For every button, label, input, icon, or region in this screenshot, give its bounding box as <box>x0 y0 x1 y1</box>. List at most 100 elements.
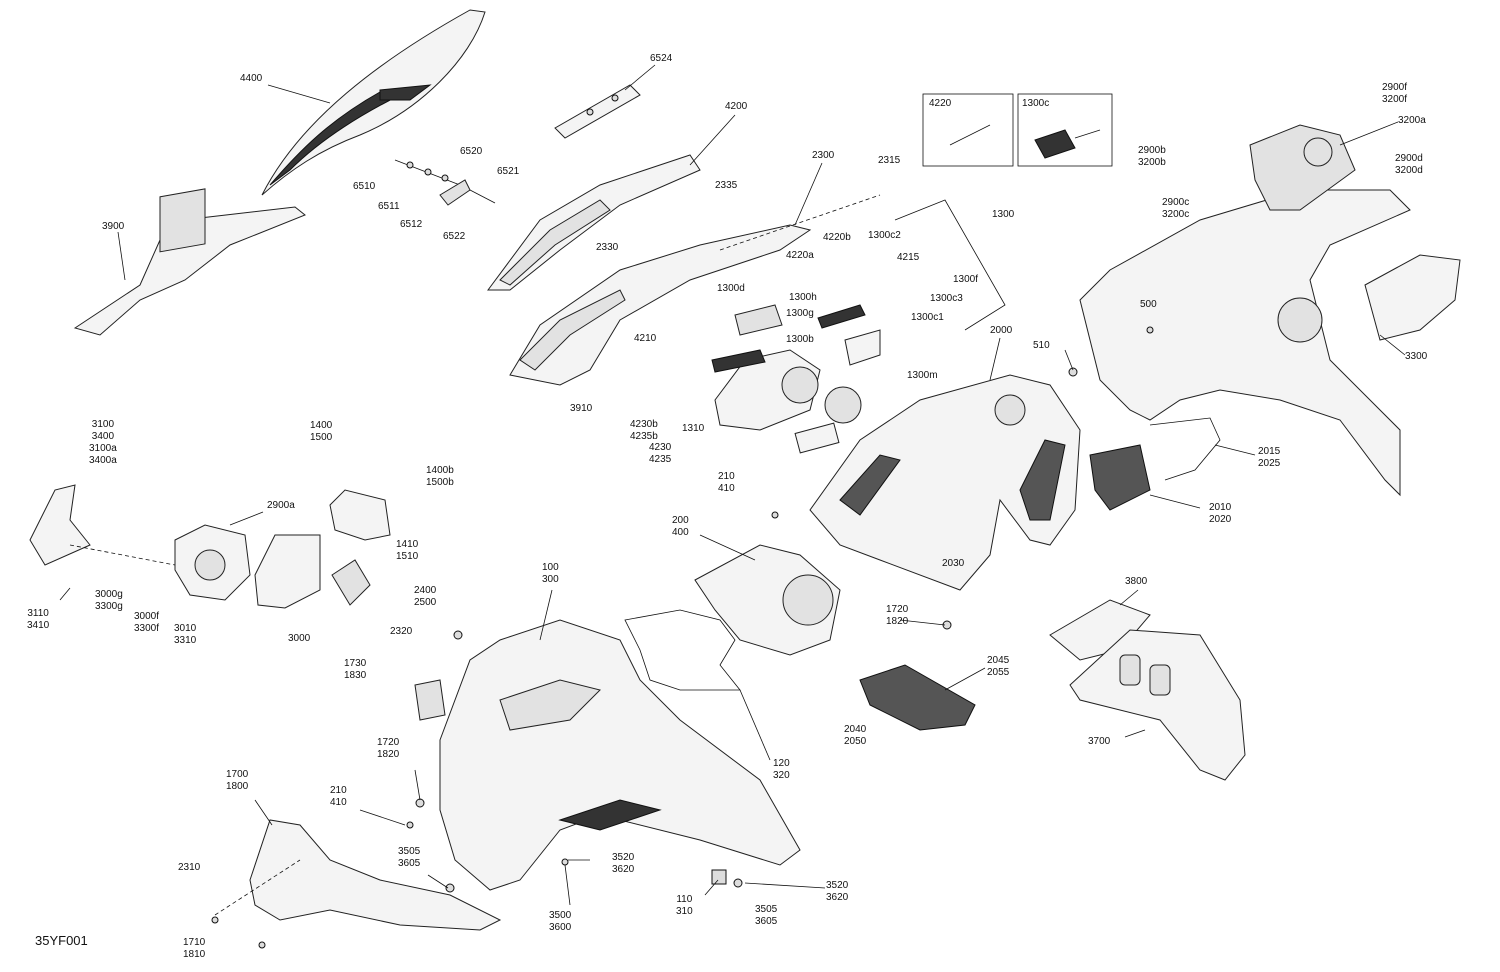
callout-2900b: 2900b 3200b <box>1138 145 1166 168</box>
bracket-part[interactable] <box>554 84 641 139</box>
callout-2400: 2400 2500 <box>414 585 437 608</box>
callout-510: 510 <box>1033 340 1050 351</box>
callout-3010: 3010 3310 <box>174 623 197 646</box>
callout-1400: 1400 1500 <box>310 420 333 443</box>
inset-box-a <box>922 93 1014 167</box>
callout-4220b: 4220b <box>823 232 851 243</box>
callout-1300: 1300 <box>992 209 1015 220</box>
callout-2000: 2000 <box>990 325 1013 336</box>
fastener-hardware <box>211 326 1154 949</box>
gasket-part[interactable] <box>624 609 741 691</box>
callout-3000g: 3000g 3300g <box>95 589 123 612</box>
callout-3800: 3800 <box>1125 576 1148 587</box>
callout-2335: 2335 <box>715 180 738 191</box>
callout-1310: 1310 <box>682 423 705 434</box>
callout-4210: 4210 <box>634 333 657 344</box>
callout-200: 200 400 <box>672 515 689 538</box>
callout-3000: 3000 <box>288 633 311 644</box>
callout-1730: 1730 1830 <box>344 658 367 681</box>
callout-1410: 1410 1510 <box>396 539 419 562</box>
callout-4400: 4400 <box>240 73 263 84</box>
callout-2040: 2040 2050 <box>844 724 867 747</box>
side-panel-part[interactable] <box>694 544 841 656</box>
center-console-part[interactable] <box>809 374 1081 591</box>
callout-210-upper: 210 410 <box>718 471 735 494</box>
callout-1300b: 1300b <box>786 334 814 345</box>
callout-3520-left: 3520 3620 <box>612 852 635 875</box>
callout-1700: 1700 1800 <box>226 769 249 792</box>
callout-1300m: 1300m <box>907 370 938 381</box>
lower-left-fairing-part[interactable] <box>249 819 502 931</box>
callout-4200: 4200 <box>725 101 748 112</box>
air-duct-part[interactable] <box>73 188 306 336</box>
mounting-hardware[interactable] <box>394 159 496 206</box>
gauge-assembly-part[interactable] <box>711 304 881 454</box>
callout-210-lower: 210 410 <box>330 785 347 808</box>
callout-1300c1: 1300c1 <box>911 312 944 323</box>
callout-2015: 2015 2025 <box>1258 446 1281 469</box>
callout-2900f: 2900f 3200f <box>1382 82 1408 105</box>
right-frame-part[interactable] <box>1079 124 1411 497</box>
callout-4220a: 4220a <box>786 250 814 261</box>
dash-panel-part[interactable] <box>509 224 812 386</box>
callout-3700: 3700 <box>1088 736 1111 747</box>
callout-3505-left: 3505 3605 <box>398 846 421 869</box>
callout-2030: 2030 <box>942 558 965 569</box>
callout-3000f: 3000f 3300f <box>134 611 160 634</box>
callout-1720-lower: 1720 1820 <box>377 737 400 760</box>
callout-3110: 3110 3410 <box>27 608 50 631</box>
lower-grille-part[interactable] <box>859 664 976 731</box>
inset-b-label: 1300c <box>1022 98 1050 109</box>
diagram-code: 35YF001 <box>35 933 88 948</box>
callout-2010: 2010 2020 <box>1209 502 1232 525</box>
callout-1300c2: 1300c2 <box>868 230 901 241</box>
callout-2300: 2300 <box>812 150 835 161</box>
callout-120: 120 320 <box>773 758 790 781</box>
inset-a-label: 4220 <box>929 98 952 109</box>
callout-1300d: 1300d <box>717 283 745 294</box>
right-mirror-part[interactable] <box>1364 254 1461 341</box>
callout-1300g: 1300g <box>786 308 814 319</box>
callout-3300: 3300 <box>1405 351 1428 362</box>
callout-3910: 3910 <box>570 403 593 414</box>
callout-100: 100 300 <box>542 562 559 585</box>
callout-6522: 6522 <box>443 231 466 242</box>
callout-500: 500 <box>1140 299 1157 310</box>
callout-1710: 1710 1810 <box>183 937 206 960</box>
callout-2900c: 2900c 3200c <box>1162 197 1190 220</box>
callout-6511: 6511 <box>378 201 400 212</box>
callout-2330: 2330 <box>596 242 619 253</box>
callout-3520-right: 3520 3620 <box>826 880 849 903</box>
callout-2315: 2315 <box>878 155 901 166</box>
callout-3200a: 3200a <box>1398 115 1426 126</box>
callout-3100: 3100 3400 3100a 3400a <box>89 419 117 466</box>
callout-110: 110 310 <box>676 894 693 917</box>
callout-1300h: 1300h <box>789 292 817 303</box>
callout-1720-upper: 1720 1820 <box>886 604 909 627</box>
callout-4230: 4230 4235 <box>649 442 672 465</box>
callout-2900d: 2900d 3200d <box>1395 153 1423 176</box>
callout-1300c3: 1300c3 <box>930 293 963 304</box>
callout-2320: 2320 <box>390 626 413 637</box>
callout-2900a: 2900a <box>267 500 295 511</box>
windshield-part[interactable] <box>261 9 486 196</box>
lower-console-part[interactable] <box>1049 599 1246 781</box>
callout-6510: 6510 <box>353 181 376 192</box>
callout-2310: 2310 <box>178 862 201 873</box>
callout-1300f: 1300f <box>953 274 979 285</box>
callout-3500: 3500 3600 <box>549 910 572 933</box>
callout-2045: 2045 2055 <box>987 655 1010 678</box>
callout-4230b: 4230b 4235b <box>630 419 658 442</box>
callout-6521: 6521 <box>497 166 520 177</box>
callout-3505-right: 3505 3605 <box>755 904 778 927</box>
callout-4215: 4215 <box>897 252 920 263</box>
front-fairing-part[interactable] <box>439 619 801 891</box>
top-cover-part[interactable] <box>487 154 701 291</box>
speaker-grille-part[interactable] <box>1089 417 1221 511</box>
callout-1400b: 1400b 1500b <box>426 465 454 488</box>
callout-6524: 6524 <box>650 53 673 64</box>
left-mirror-part[interactable] <box>29 484 391 609</box>
inset-box-b <box>1017 93 1113 167</box>
callout-6512: 6512 <box>400 219 423 230</box>
